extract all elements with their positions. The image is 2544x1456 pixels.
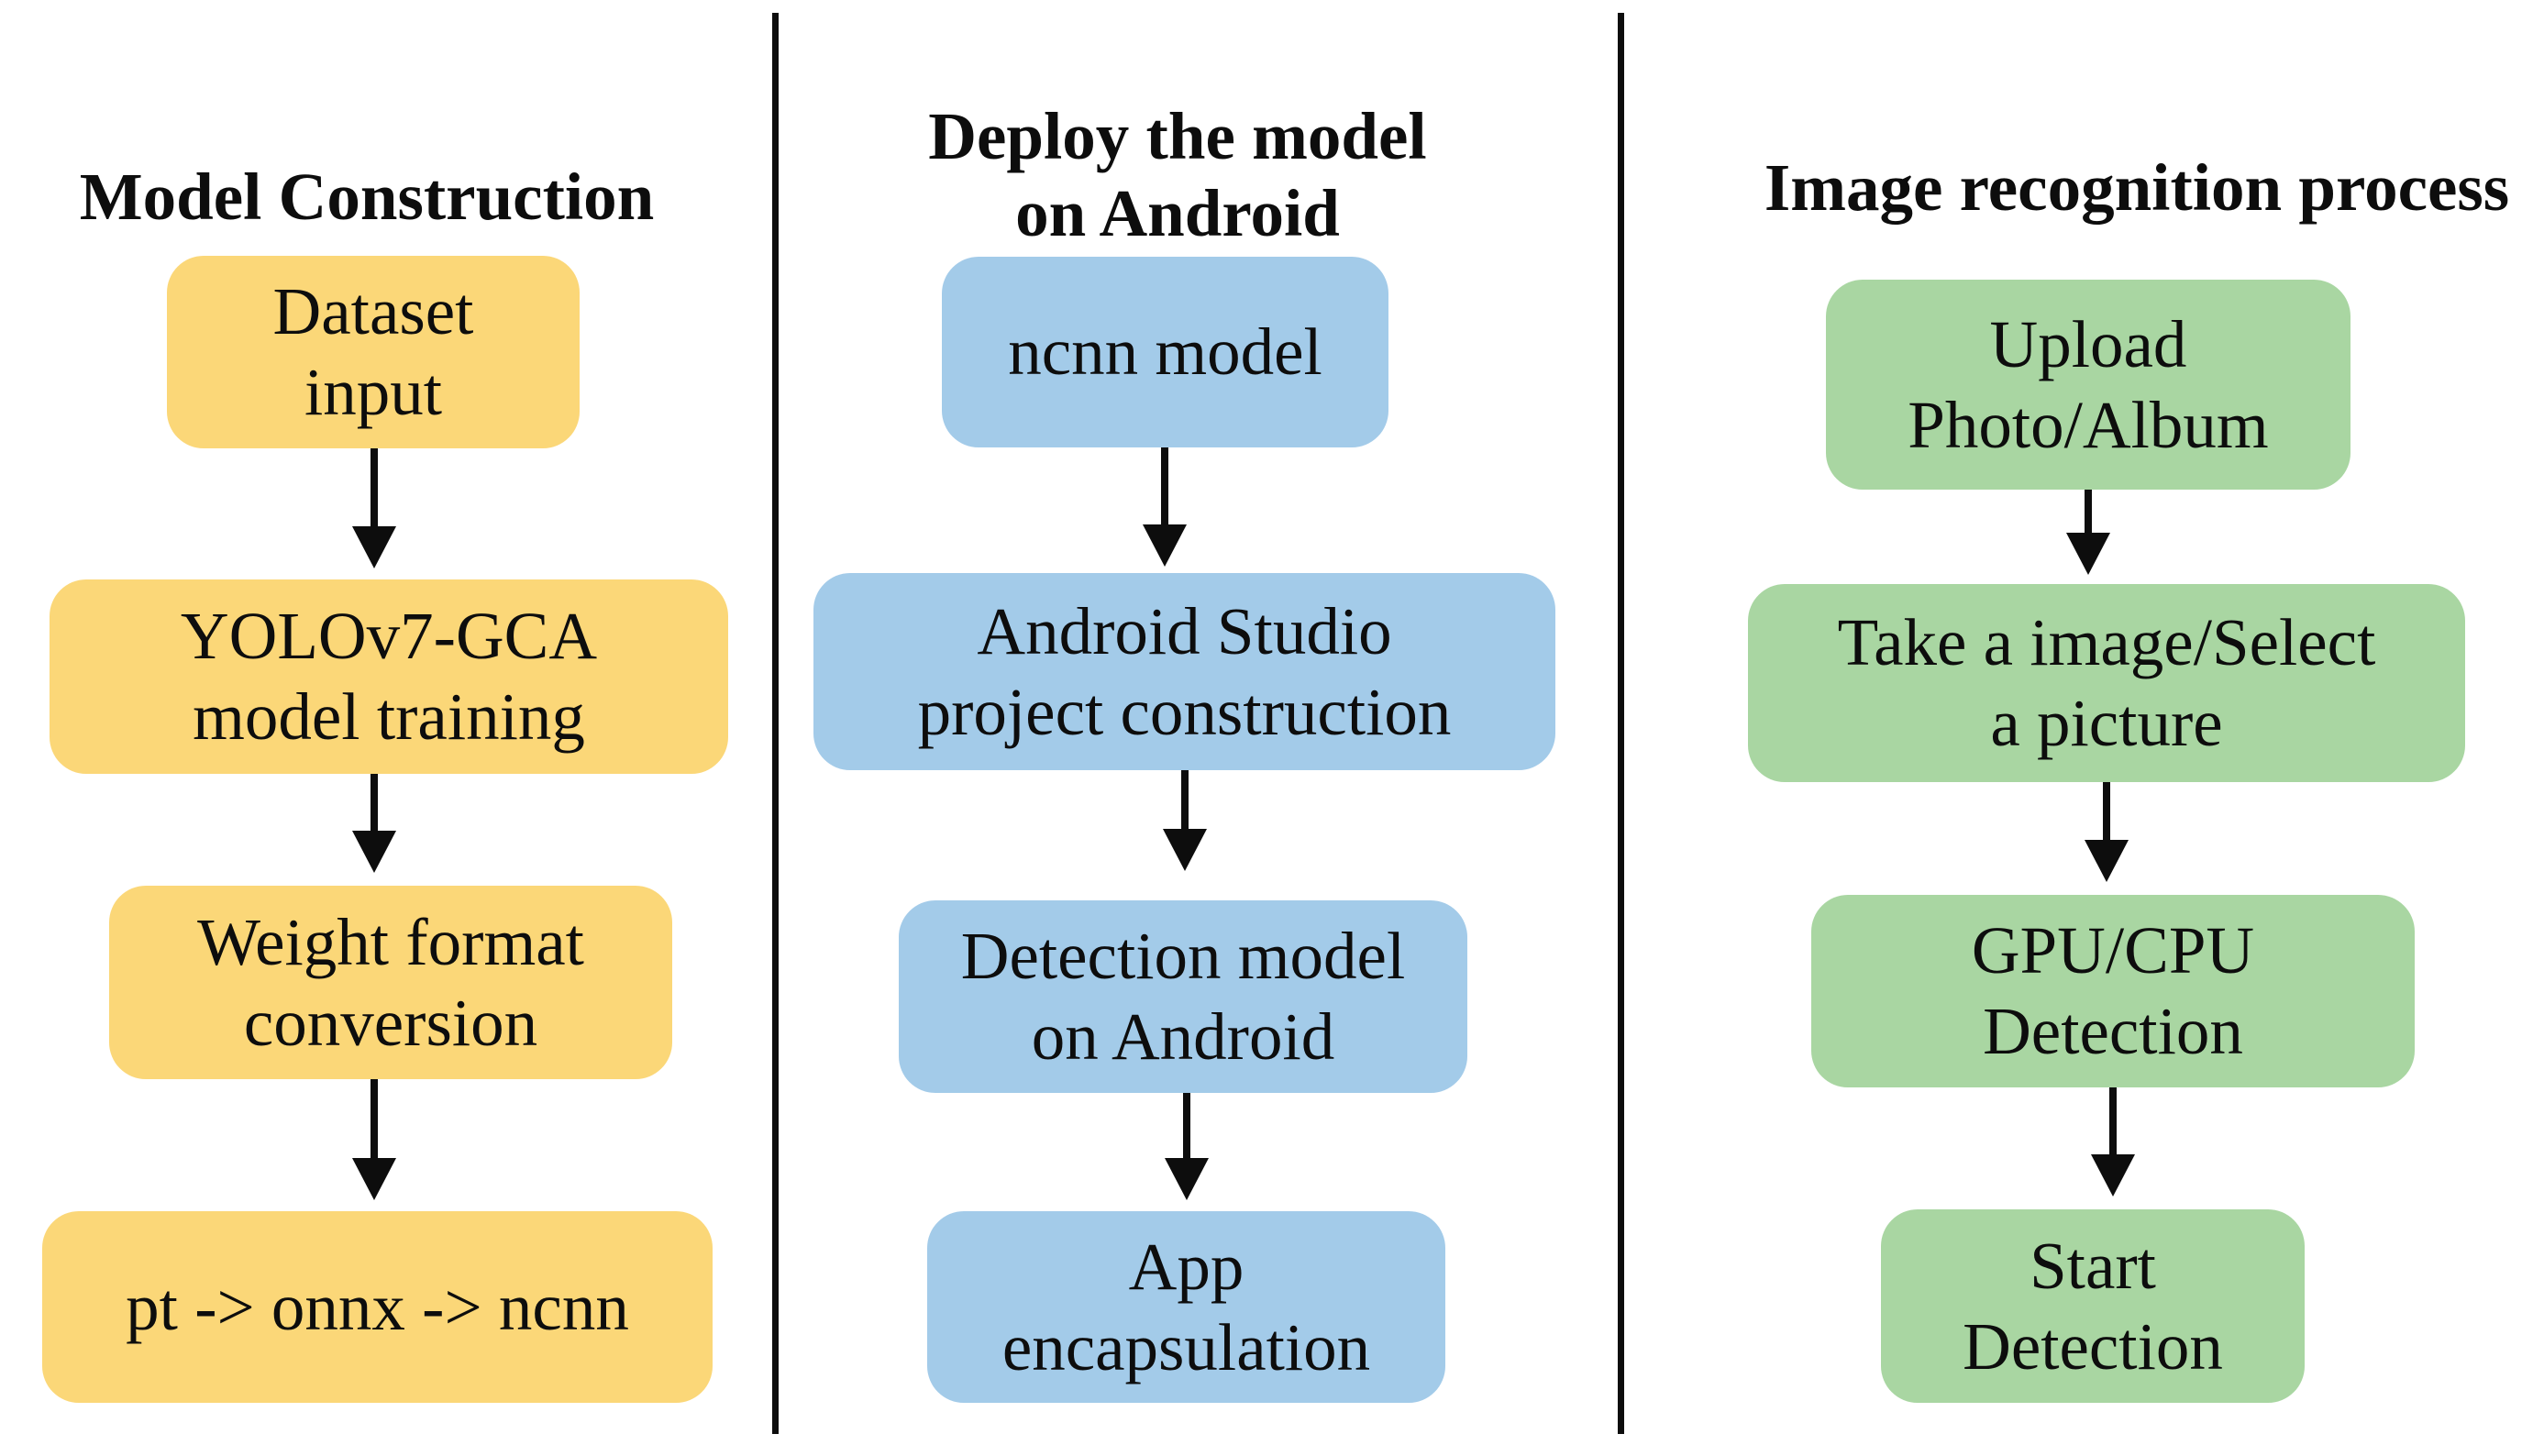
flow-box-label: Start Detection: [1963, 1228, 2223, 1384]
flow-box-label: Android Studio project construction: [917, 593, 1452, 749]
flow-arrow-icon: [1163, 770, 1207, 871]
flow-box-pt-onnx-ncnn: pt -> onnx -> ncnn: [42, 1211, 713, 1403]
flow-box-label: Detection model on Android: [960, 919, 1406, 1074]
flow-box-gpu-cpu-detection: GPU/CPU Detection: [1811, 895, 2415, 1087]
column-title-model-construction: Model Construction: [79, 159, 655, 234]
flow-box-start-detection: Start Detection: [1881, 1209, 2305, 1403]
flow-box-label: Weight format conversion: [197, 904, 584, 1060]
flow-box-label: Upload Photo/Album: [1908, 306, 2269, 462]
flow-arrow-icon: [2091, 1087, 2135, 1197]
flow-box-yolov7-gca-model-training: YOLOv7-GCA model training: [50, 579, 728, 774]
flow-box-label: Dataset input: [272, 274, 474, 429]
column-title-image-recognition-process: Image recognition process: [1764, 149, 2510, 225]
flow-box-android-studio-project-construction: Android Studio project construction: [813, 573, 1555, 770]
flow-arrow-icon: [1165, 1093, 1209, 1200]
flow-box-detection-model-on-android: Detection model on Android: [899, 900, 1467, 1093]
flow-arrow-icon: [352, 448, 396, 568]
flow-box-take-image-select-picture: Take a image/Select a picture: [1748, 584, 2465, 782]
column-title-deploy-on-android: Deploy the model on Android: [928, 98, 1427, 250]
column-divider: [1618, 13, 1624, 1434]
flow-arrow-icon: [2085, 782, 2129, 882]
flow-box-label: Take a image/Select a picture: [1837, 605, 2376, 760]
flow-box-weight-format-conversion: Weight format conversion: [109, 886, 672, 1079]
flow-box-upload-photo-album: Upload Photo/Album: [1826, 280, 2350, 490]
flow-box-ncnn-model: ncnn model: [942, 257, 1388, 447]
flow-arrow-icon: [2066, 490, 2110, 575]
flow-box-label: ncnn model: [1008, 314, 1322, 389]
flow-box-label: GPU/CPU Detection: [1971, 913, 2255, 1068]
flow-box-app-encapsulation: App encapsulation: [927, 1211, 1445, 1403]
flow-box-label: YOLOv7-GCA model training: [180, 599, 598, 754]
flow-box-label: App encapsulation: [1001, 1229, 1371, 1384]
flow-box-dataset-input: Dataset input: [167, 256, 580, 448]
flow-arrow-icon: [1143, 447, 1187, 567]
flow-box-label: pt -> onnx -> ncnn: [126, 1269, 629, 1344]
column-divider: [772, 13, 779, 1434]
flow-arrow-icon: [352, 1079, 396, 1200]
flow-arrow-icon: [352, 774, 396, 873]
